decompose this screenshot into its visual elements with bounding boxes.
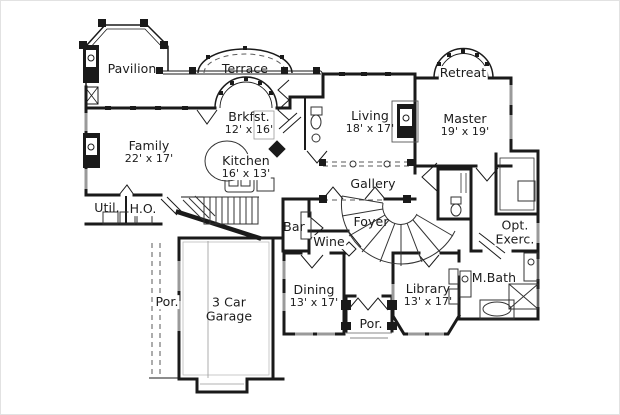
dashed-lines: [151, 53, 413, 376]
room-label-ho: H.O.: [128, 201, 158, 217]
washer: [102, 211, 119, 225]
gallery-colonnade: [323, 161, 413, 201]
living-fireplace: [391, 100, 419, 143]
shower-x: [508, 283, 539, 310]
porch-left-dashes: [151, 243, 161, 376]
hall-toilet-tank: [450, 196, 462, 205]
bar-counter: [300, 211, 312, 240]
mbath-sink-left: [461, 275, 469, 283]
brkfst-bay-inner: [219, 81, 273, 109]
colonnade-col-2: [383, 160, 391, 168]
pavilion-inner: [88, 28, 165, 50]
island-sink-right: [240, 178, 251, 187]
garage-finish: [182, 241, 270, 376]
coat-closet-rods: [460, 173, 467, 193]
room-label-wine: Wine: [312, 234, 346, 250]
dryer: [119, 211, 136, 225]
back-staircase: [182, 195, 259, 225]
stair-wall: [175, 209, 262, 241]
room-label-brkfst: Brkfst.12' x 16': [224, 109, 274, 136]
bathtub: [482, 301, 512, 317]
terrace-inner-dash: [203, 53, 287, 74]
room-label-mbath: M.Bath: [471, 270, 517, 286]
door-swings: [118, 79, 506, 311]
room-label-opt-exerc: Opt.Exerc.: [494, 217, 536, 246]
room-label-terrace: Terrace: [221, 61, 269, 77]
optexerc-desk: [517, 180, 536, 202]
powder-toilet: [310, 114, 322, 130]
porch-steps: [346, 332, 392, 339]
room-label-retreat: Retreat: [438, 65, 488, 81]
powder-sink: [311, 133, 321, 143]
library-builtin-2: [448, 288, 459, 305]
room-label-porch-front: Por.: [358, 316, 384, 332]
powder-toilet-tank: [310, 106, 323, 116]
optexerc-closet: [499, 157, 535, 211]
room-label-gallery: Gallery: [350, 176, 396, 192]
hall-toilet: [450, 203, 462, 217]
mbath-sink-right: [527, 258, 535, 266]
mbath-vanity-left: [459, 270, 472, 298]
room-label-util: Util.: [94, 200, 120, 216]
shower: [508, 283, 539, 310]
room-label-foyer: Foyer: [353, 214, 389, 230]
pavilion-fireplace: [83, 45, 99, 83]
family-fireplace: [83, 133, 100, 168]
wall-hatch-window: [84, 86, 99, 105]
mbath-vanity-right: [523, 252, 539, 282]
spiral-staircase: [341, 195, 456, 266]
kitchen-counter: [253, 110, 275, 140]
kitchen-door-diamond: [268, 140, 286, 158]
pillars: [79, 19, 489, 330]
library-builtin-1: [448, 268, 459, 285]
range: [256, 177, 275, 192]
retreat-bay-arc: [433, 47, 494, 79]
colonnade-col-1: [349, 160, 357, 168]
garage-bay-divider: [200, 241, 244, 385]
room-label-bar: Bar: [283, 219, 305, 235]
room-label-porch-left: Por.: [154, 294, 180, 310]
room-label-pavilion: Pavilion: [107, 61, 157, 77]
fireplaces: [83, 45, 419, 168]
